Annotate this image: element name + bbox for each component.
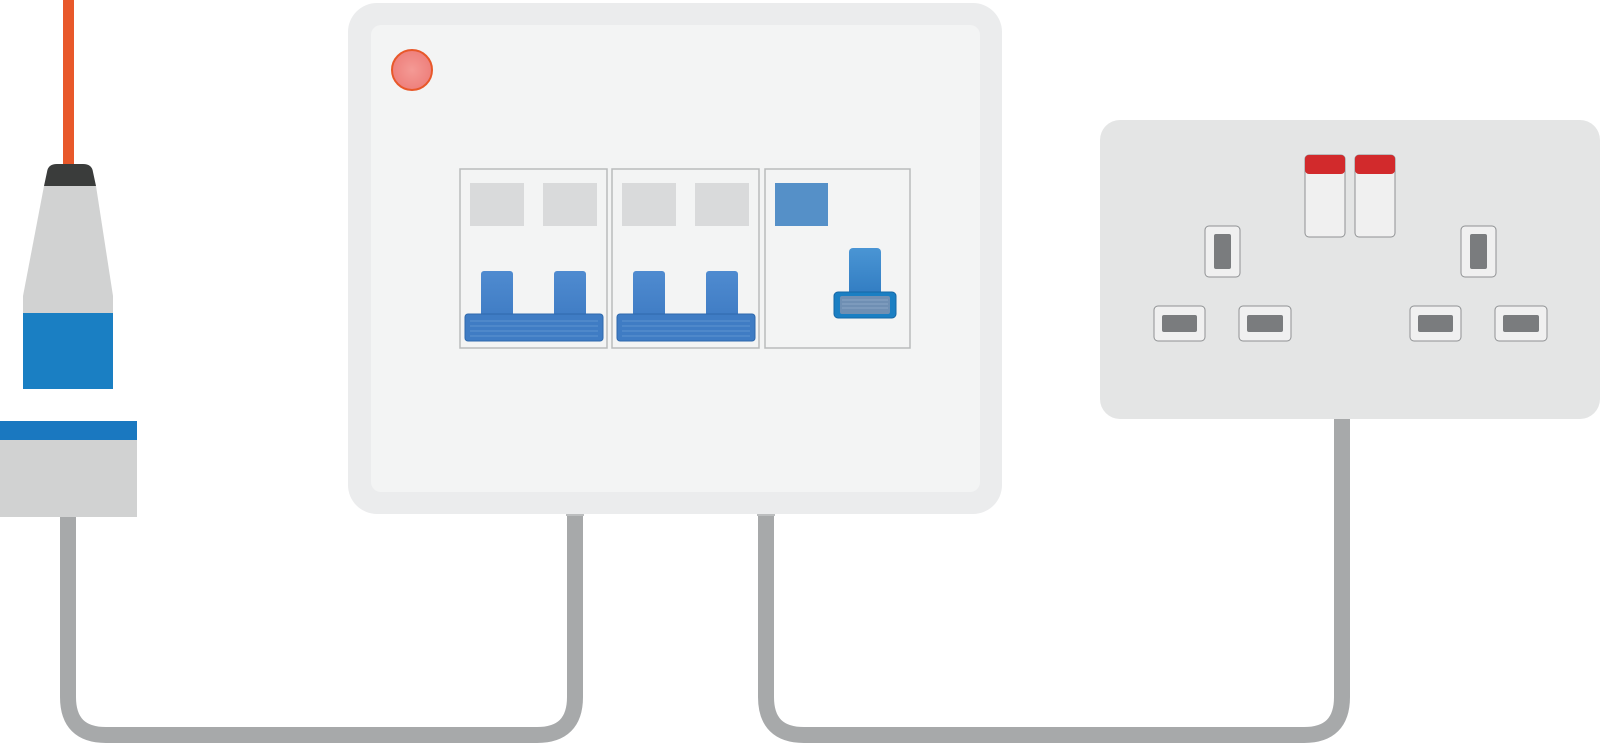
plug-cap [44,164,96,186]
rcd-switch-base-inner [840,296,890,314]
live-pin-slot [1418,315,1453,332]
switch-red-indicator [1305,155,1345,174]
consumer-unit [348,3,1002,514]
earth-pin-slot [1470,234,1487,269]
plug-body-blue [23,313,113,389]
socket-right[interactable] [1409,225,1548,342]
breaker-rail [464,313,604,342]
breaker-rail-ridges [622,320,750,337]
plug-body-grey [23,186,113,313]
breaker-module-1[interactable] [459,168,608,349]
socket-left[interactable] [1153,225,1292,342]
breaker-label-slot [543,183,597,226]
earth-pin-slot [1214,234,1231,269]
rcd-switch-ridges [842,299,888,309]
breaker-label-slot [470,183,524,226]
socket-switch-left[interactable] [1304,154,1346,238]
supply-cable [60,512,583,743]
live-pin-slot [1162,315,1197,332]
breaker-toggle[interactable] [633,271,665,319]
breaker-rail [616,313,756,342]
rcd-label-slot [775,183,828,226]
breaker-label-slot [622,183,676,226]
breaker-toggle[interactable] [481,271,513,319]
breaker-rail-ridges [470,320,598,337]
breaker-module-2[interactable] [611,168,760,349]
neutral-pin-slot [1247,315,1283,332]
rcd-module[interactable] [764,168,911,349]
socket-outlet [1100,120,1600,419]
breaker-label-slot [695,183,749,226]
breaker-toggle[interactable] [706,271,738,319]
socket-plate [1100,120,1600,419]
rcd-test-switch-icon[interactable] [849,248,881,300]
socket-switch-right[interactable] [1354,154,1396,238]
switch-red-indicator [1355,155,1395,174]
outlet-cable [758,410,1350,743]
socket-coupler-band [0,421,137,440]
breaker-toggle[interactable] [554,271,586,319]
supply-wire-orange [63,0,74,172]
power-indicator-light-icon [391,49,433,91]
socket-coupler-body [0,440,137,517]
supply-connector [0,0,137,517]
neutral-pin-slot [1503,315,1539,332]
